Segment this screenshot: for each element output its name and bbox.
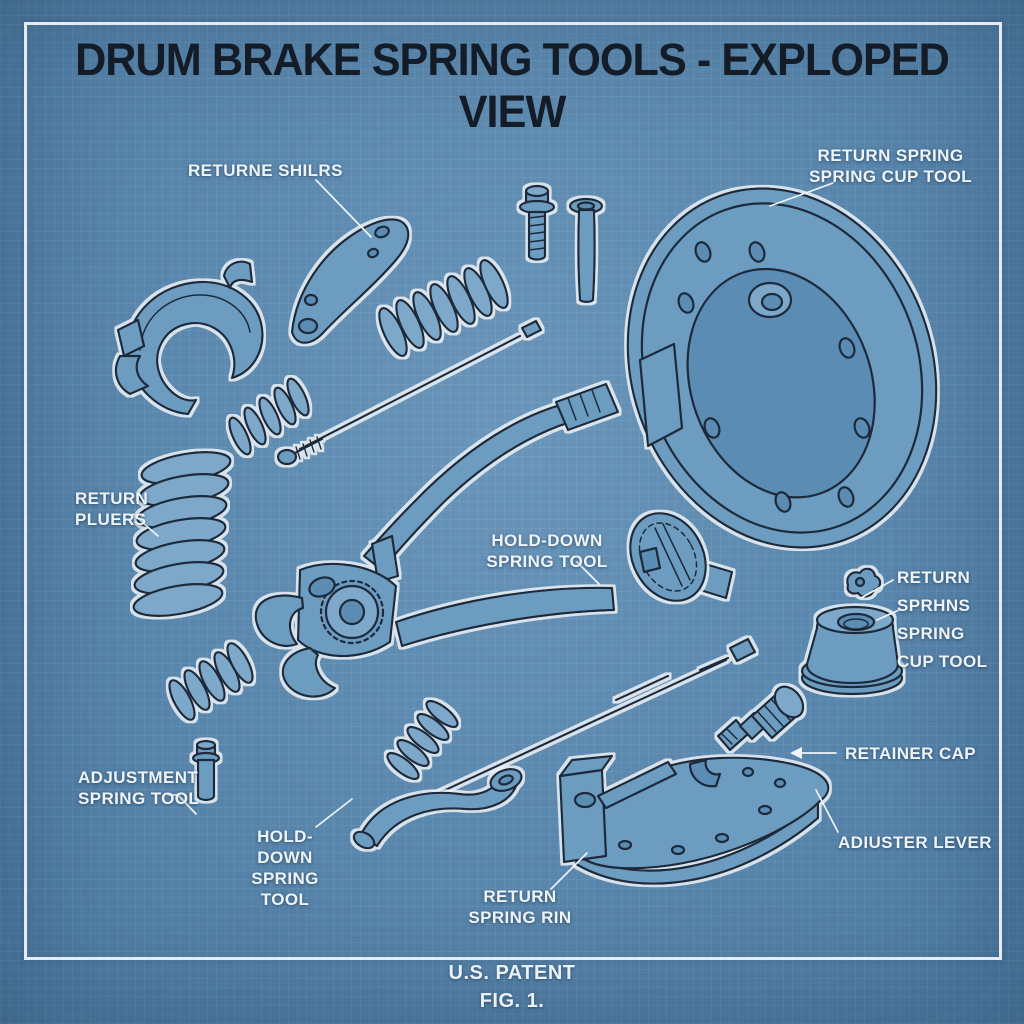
part-adjuster-cable-rod (426, 637, 757, 800)
part-backing-plate-ring (626, 187, 938, 600)
part-return-spring-large (132, 451, 232, 617)
part-saddle-clamp (114, 260, 264, 416)
part-brake-spring-pliers (254, 382, 620, 698)
part-star-wheel (629, 512, 707, 602)
part-spring-clip (846, 567, 882, 598)
part-small-spring-3 (386, 699, 459, 781)
label-adiuster-lever: ADIUSTER LEVER (838, 833, 992, 852)
part-spring-cup (800, 605, 904, 696)
label-retainer-cap: RETAINER CAP (845, 744, 977, 763)
leader-lines (132, 179, 900, 890)
footer-us-patent: U.S. PATENT (448, 962, 576, 984)
part-hold-down-pin (191, 739, 221, 802)
page-title: DRUM BRAKE SPRING TOOLS - EXPLOPED VIEW (75, 34, 950, 137)
part-brake-shoe (558, 754, 830, 885)
label-return-spring-rin: RETURN SPRING RIN (468, 887, 572, 927)
label-return-pluers: RETURN PLUERS (75, 489, 149, 529)
footer-figure: FIG. 1. (479, 990, 545, 1012)
part-small-spring-2 (168, 642, 254, 721)
part-crescent-lever (290, 218, 410, 344)
part-spline-connector (716, 685, 805, 752)
part-shoe-retainer-bar (352, 768, 523, 850)
label-return-spring-cup-tool-top: RETURN SPRING SPRING CUP TOOL (808, 146, 973, 186)
part-coil-spring-top (378, 259, 509, 357)
part-clevis-pin (568, 197, 604, 303)
label-returne-shilrs: RETURNE SHILRS (188, 161, 343, 180)
part-flange-bolt (518, 184, 556, 261)
part-adjuster-rod-top (276, 319, 543, 466)
label-hold-down-spring-tool-bottom: HOLD-DOWN SPRING TOOL (251, 827, 319, 909)
label-adjustment-spring-tool: ADJUSTMENT SPRING TOOL (78, 768, 200, 808)
part-small-spring-1 (228, 377, 310, 456)
label-hold-down-spring-tool-center: HOLD-DOWN SPRING TOOL (486, 531, 608, 571)
label-return-sprhns-spring-cup-tool: RETURN SPRHNS SPRING CUP TOOL (897, 568, 988, 671)
